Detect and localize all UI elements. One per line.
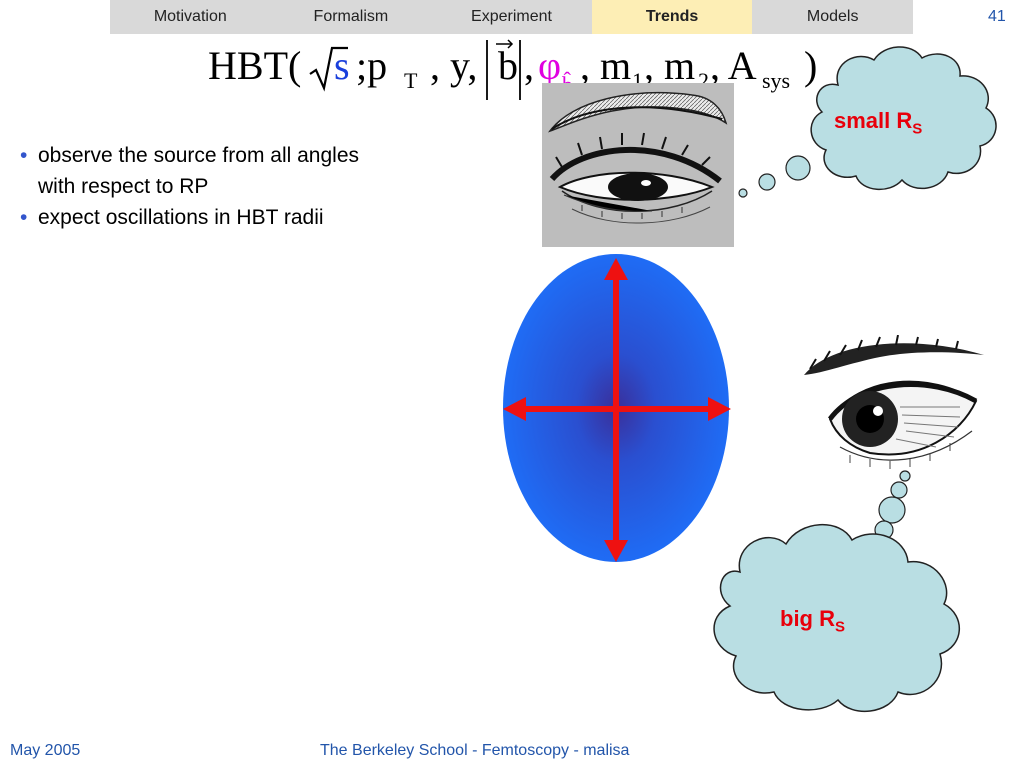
formula-a: , A: [710, 43, 757, 88]
thought-bubble-dot: [878, 496, 906, 524]
tab-formalism[interactable]: Formalism: [313, 8, 389, 25]
formula-hbt: HBT(: [208, 43, 302, 88]
section-nav: Motivation Formalism Experiment Trends M…: [110, 0, 913, 34]
formula-p: ;p: [356, 43, 388, 88]
footer-date: May 2005: [10, 742, 81, 759]
small-rs-label: small RS: [834, 108, 922, 137]
tab-models[interactable]: Models: [806, 8, 859, 25]
big-rs-text: big R: [780, 606, 835, 631]
big-rs-sub: S: [835, 618, 846, 636]
eye-image-side: [542, 83, 734, 247]
tab-motivation[interactable]: Motivation: [153, 8, 227, 25]
tab-trends[interactable]: Trends: [591, 0, 753, 34]
formula-m2: , m: [644, 43, 696, 88]
eye-image-front: [800, 334, 988, 475]
arrow-head-up-icon: [604, 258, 628, 280]
formula-sub-t: T: [404, 68, 418, 93]
formula-comma: ,: [524, 43, 534, 88]
small-cloud-shape: [810, 46, 997, 190]
formula-sub-sys: sys: [762, 68, 791, 93]
thought-bubble-dot: [758, 173, 776, 191]
bullet-item: expect oscillations in HBT radii: [18, 202, 478, 233]
arrow-head-down-icon: [604, 540, 628, 562]
arrow-head-right-icon: [708, 397, 731, 421]
thought-bubble-dot: [785, 155, 811, 181]
big-rs-label: big RS: [780, 606, 845, 635]
formula-sqrt-s: s: [334, 43, 350, 88]
formula-sub-1: 1: [632, 68, 643, 93]
bullet-text: observe the source from all angles: [38, 144, 359, 167]
bullet-text: expect oscillations in HBT radii: [38, 206, 324, 229]
sqrt-sign-icon: [309, 46, 348, 92]
hbt-formula: HBT( s ;p T , y, b , φ b̂ , m 1 , m 2 , …: [208, 38, 828, 102]
formula-phi: φ: [538, 43, 562, 88]
arrow-head-left-icon: [503, 397, 526, 421]
small-rs-sub: S: [912, 120, 923, 138]
bullet-list: observe the source from all angles with …: [18, 140, 478, 233]
formula-b: b: [498, 43, 518, 88]
thought-bubble-dot: [890, 481, 908, 499]
slide-number: 41: [988, 8, 1006, 25]
thought-bubble-dot: [899, 470, 911, 482]
formula-close: ): [804, 43, 818, 88]
formula-sub-2: 2: [698, 68, 709, 93]
formula-m1: , m: [580, 43, 632, 88]
abs-bars-icon: [486, 39, 521, 100]
small-rs-text: small R: [834, 108, 913, 133]
big-cloud-shape: [713, 524, 961, 713]
bullet-text-cont: with respect to RP: [38, 175, 209, 198]
tab-experiment[interactable]: Experiment: [471, 8, 552, 25]
red-cross-arrows: [518, 268, 716, 548]
side-eye-icon: [547, 92, 728, 224]
footer-title: The Berkeley School - Femtoscopy - malis…: [320, 742, 630, 759]
thought-bubble-dot: [738, 188, 748, 198]
bullet-item: observe the source from all angles with …: [18, 140, 478, 202]
formula-y: , y,: [430, 43, 478, 88]
front-eye-icon: [804, 334, 984, 469]
